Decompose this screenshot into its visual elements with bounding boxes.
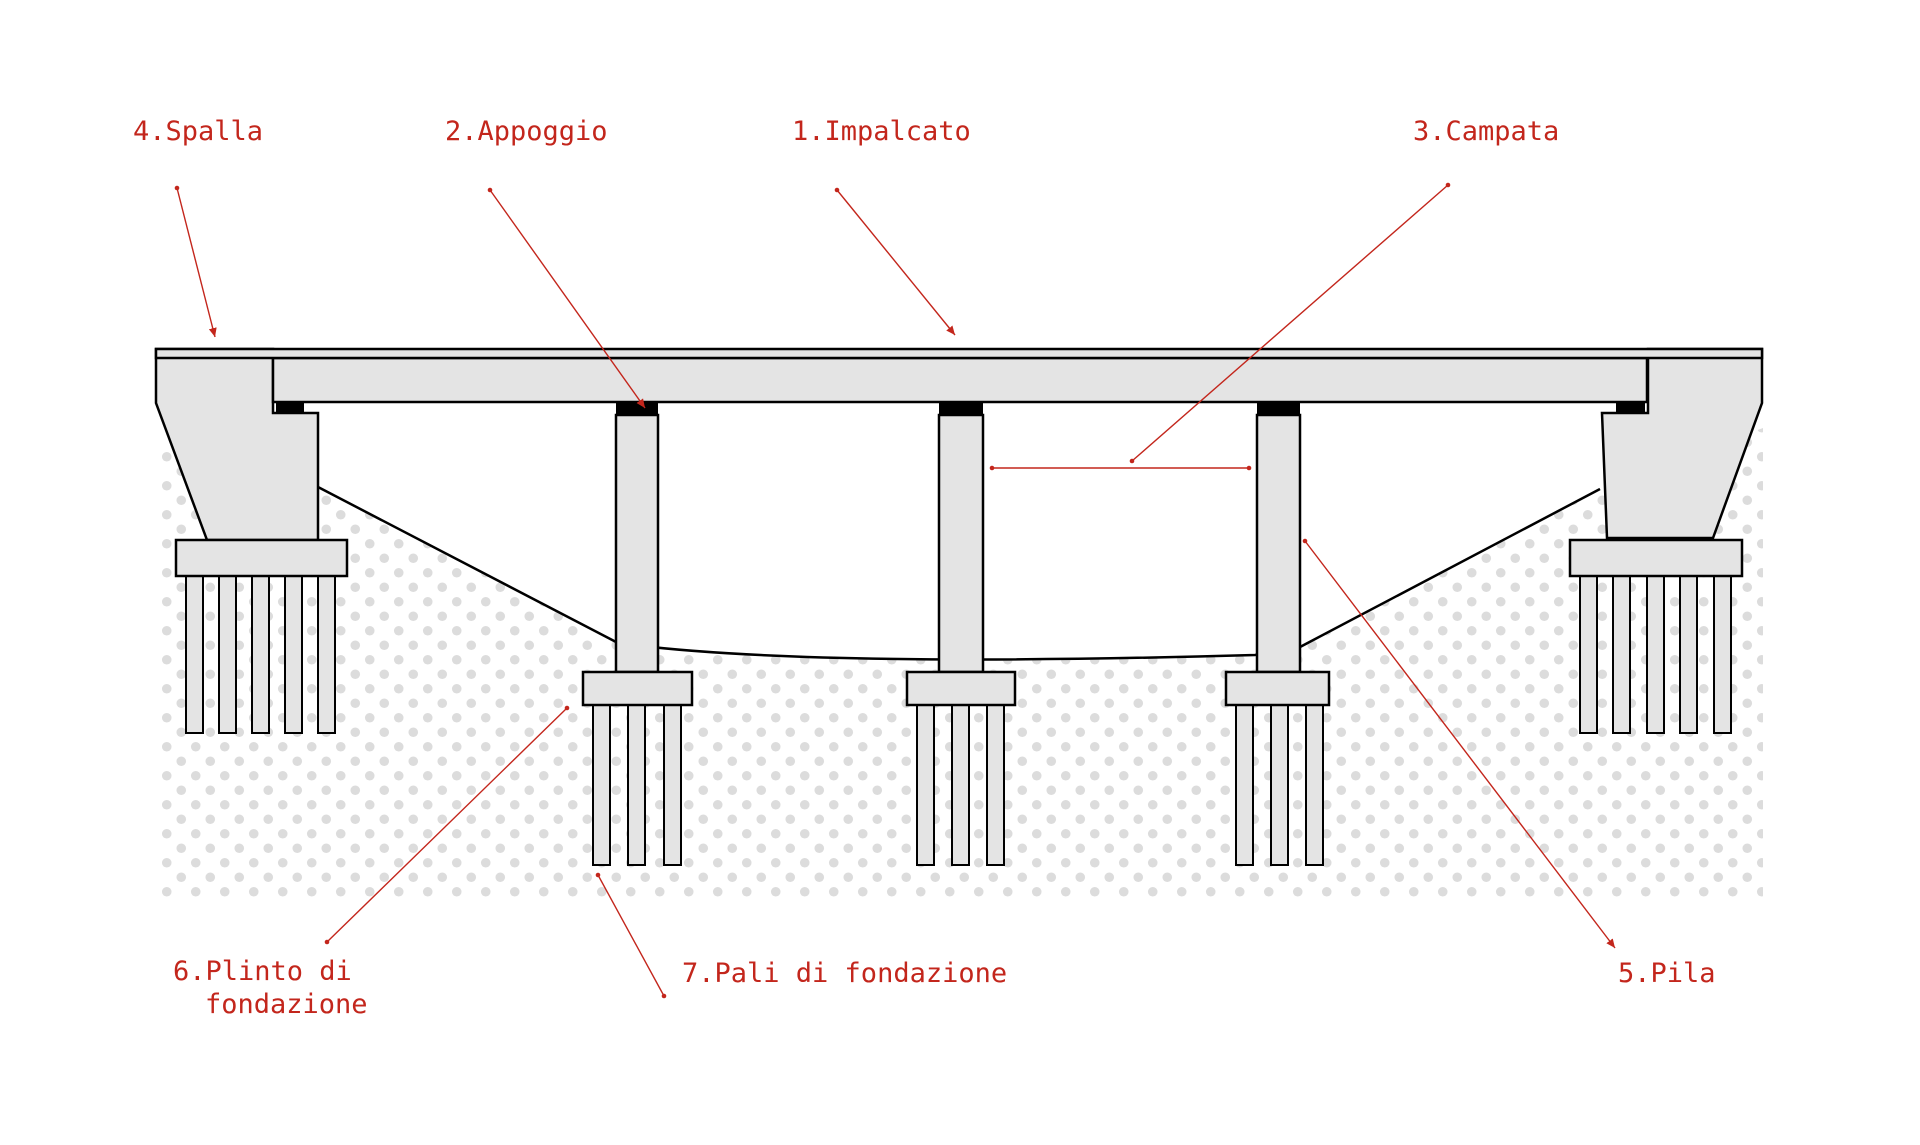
abutment-pile: [1612, 575, 1631, 734]
pier-pile: [592, 704, 611, 866]
pier-pile: [916, 704, 935, 866]
pier-pile-cap: [905, 670, 1017, 707]
leader-endpoint: [487, 187, 493, 193]
label-appoggio: 2.Appoggio: [445, 116, 608, 147]
leader-endpoint: [1445, 182, 1451, 188]
leader-endpoint: [174, 185, 180, 191]
bearing: [939, 402, 983, 415]
abutment-pile: [251, 575, 270, 734]
abutment-pile: [317, 575, 336, 734]
leader-endpoint: [989, 465, 995, 471]
labels: 4.Spalla 2.Appoggio 1.Impalcato 3.Campat…: [133, 116, 1716, 1020]
leader-endpoint: [661, 993, 667, 999]
leader-impalcato: [836, 189, 956, 336]
pier-column: [614, 413, 660, 674]
abutment-pile: [1679, 575, 1698, 734]
leader-endpoint: [1302, 538, 1308, 544]
leader-pila: [1304, 540, 1616, 949]
label-campata: 3.Campata: [1413, 116, 1559, 147]
pier-column: [937, 413, 985, 674]
pier-pile-cap: [581, 670, 694, 707]
label-spalla: 4.Spalla: [133, 116, 263, 147]
pier-pile: [663, 704, 682, 866]
pier-pile-cap: [1224, 670, 1331, 707]
pier-pile: [951, 704, 970, 866]
ground-surface-line: [317, 485, 1601, 661]
foundation-piles: [185, 575, 1732, 866]
abutment-pile: [284, 575, 303, 734]
abutment-pile: [1713, 575, 1732, 734]
bearing: [616, 402, 658, 415]
label-impalcato: 1.Impalcato: [792, 116, 971, 147]
bearing: [1616, 402, 1645, 414]
leader-appoggio: [489, 189, 646, 409]
leader-spalla: [176, 187, 217, 338]
pier-column: [1255, 413, 1302, 674]
deck-top-slab: [154, 347, 1764, 360]
deck-girder: [271, 356, 1649, 404]
label-plinto-line2: fondazione: [205, 989, 368, 1020]
leader-pali: [597, 874, 665, 997]
leader-endpoint: [564, 705, 570, 711]
leader-endpoint: [1129, 458, 1135, 464]
leader-campata-diagonal: [1131, 184, 1449, 462]
leader-endpoint: [1246, 465, 1252, 471]
abutment-pile: [218, 575, 237, 734]
leader-endpoint: [834, 187, 840, 193]
leader-plinto: [326, 707, 568, 943]
abutment-pile: [185, 575, 204, 734]
label-plinto-line1: 6.Plinto di: [173, 956, 352, 987]
annotations: [174, 182, 1616, 999]
label-pila: 5.Pila: [1618, 958, 1716, 989]
pier-pile: [1235, 704, 1254, 866]
abutment-pile-cap: [1568, 538, 1744, 578]
leader-endpoint: [595, 872, 601, 878]
pier-pile: [1305, 704, 1324, 866]
pier-pile: [627, 704, 646, 866]
label-pali: 7.Pali di fondazione: [682, 958, 1007, 989]
leader-endpoint: [324, 939, 330, 945]
abutment-pile: [1646, 575, 1665, 734]
bearing: [276, 402, 304, 414]
pier-pile: [1270, 704, 1289, 866]
abutment-pile: [1579, 575, 1598, 734]
abutment-pile-cap: [174, 538, 349, 578]
pier-pile: [986, 704, 1005, 866]
bearing: [1257, 402, 1300, 415]
